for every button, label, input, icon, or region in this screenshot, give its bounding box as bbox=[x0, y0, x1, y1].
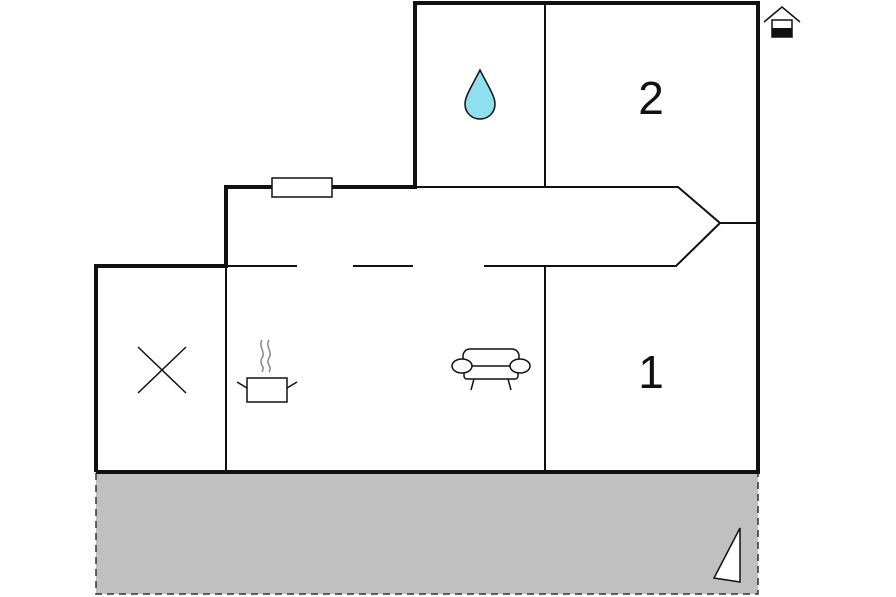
hallway-wall-lower bbox=[484, 222, 721, 267]
room-label-2: 2 bbox=[638, 72, 664, 124]
cross-icon bbox=[137, 346, 187, 394]
sun-angle-icon bbox=[712, 527, 741, 583]
room-label-1: 1 bbox=[638, 346, 664, 398]
house-floor-icon bbox=[763, 6, 801, 38]
hallway-wall bbox=[415, 186, 758, 224]
water-drop-icon bbox=[464, 68, 496, 120]
cooking-pot-icon bbox=[236, 339, 298, 403]
sofa-icon bbox=[451, 348, 531, 391]
window-icon bbox=[271, 177, 333, 198]
terrace-area bbox=[95, 471, 759, 595]
